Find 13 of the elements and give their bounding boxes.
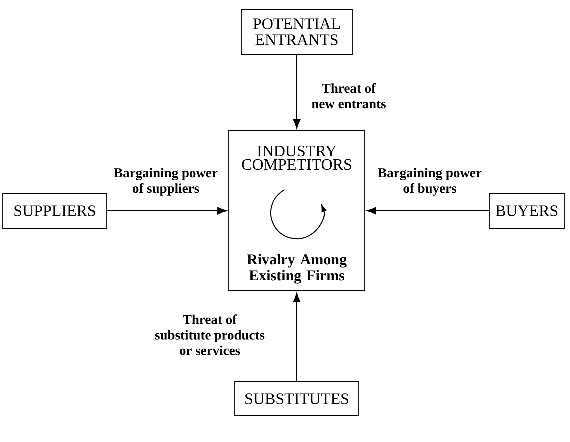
box: SUBSTITUTES [234, 382, 360, 416]
edge-label: Threat of new entrants [312, 83, 386, 109]
arrow [106, 207, 227, 215]
arrow [293, 54, 301, 129]
box: BUYERS [489, 193, 565, 229]
box: SUPPLIERS [2, 193, 108, 229]
box: POTENTIAL ENTRANTS [241, 9, 353, 55]
edge-label: Bargaining power of buyers [378, 168, 482, 196]
arrow [367, 207, 490, 215]
competitors-box: INDUSTRY COMPETITORS Rivalry Among Existing Firms [228, 130, 366, 292]
arrow [293, 293, 301, 382]
edge-label: Bargaining power of suppliers [114, 168, 218, 196]
edge-label: Threat of substitute products or services [155, 314, 265, 356]
